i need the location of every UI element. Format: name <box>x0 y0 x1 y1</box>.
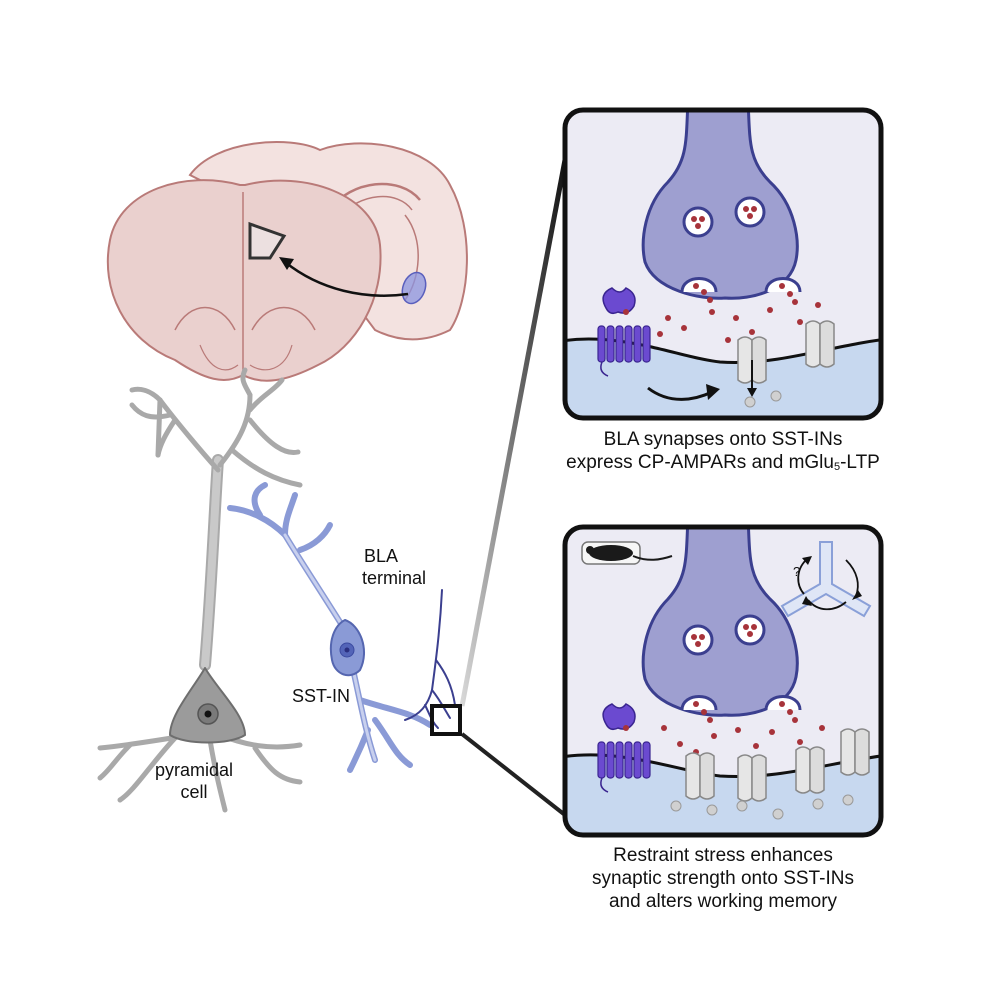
zoom-box <box>430 704 462 736</box>
caption-bottom-line1: Restraint stress enhances <box>613 845 833 866</box>
bla-region <box>401 271 427 305</box>
y-maze-question-mark: ? <box>793 564 801 579</box>
zoom-line-bottom <box>460 732 567 817</box>
pyramidal-cell-label-line2: cell <box>180 781 208 802</box>
presynaptic-terminal-bottom <box>641 527 799 717</box>
caption-bottom: Restraint stress enhances synaptic stren… <box>543 844 903 913</box>
synapse-panel-bottom <box>562 524 884 838</box>
y-maze-icon <box>780 541 872 618</box>
pyramidal-cell <box>97 367 303 813</box>
prefrontal-region-marker <box>248 221 287 260</box>
caption-top-line2: express CP-AMPARs and mGlu5-LTP <box>566 452 880 473</box>
presynaptic-terminal-top <box>641 110 799 300</box>
bla-terminal-label-line2: terminal <box>362 567 427 588</box>
pyramidal-cell-label: pyramidal cell <box>142 760 246 803</box>
bla-terminal-label: BLA terminal <box>362 546 426 589</box>
caption-top: BLA synapses onto SST-INs express CP-AMP… <box>543 428 903 474</box>
bla-terminal-label-line1: BLA <box>364 546 399 566</box>
pyramidal-cell-label-line1: pyramidal <box>154 760 234 780</box>
signaling-arrow <box>647 386 713 401</box>
restraint-tube-icon <box>581 541 673 565</box>
zoom-line-top <box>459 159 568 707</box>
brain-front-section <box>106 179 382 382</box>
subscript-5: 5 <box>833 461 841 473</box>
synapse-panel-top <box>562 107 884 421</box>
glutamate-particles-bottom <box>661 701 825 755</box>
ion-particles-bottom <box>670 794 854 820</box>
mouse-brain-coronal-section <box>106 141 468 382</box>
caption-bottom-line2: synaptic strength onto SST-INs <box>592 868 854 889</box>
glutamate-particles-top <box>657 283 821 343</box>
caption-bottom-line3: and alters working memory <box>608 891 838 912</box>
projection-arrow <box>284 261 409 297</box>
sst-interneuron <box>227 482 433 773</box>
caption-top-line1: BLA synapses onto SST-INs <box>603 429 843 450</box>
sst-in-label: SST-IN <box>292 686 351 706</box>
